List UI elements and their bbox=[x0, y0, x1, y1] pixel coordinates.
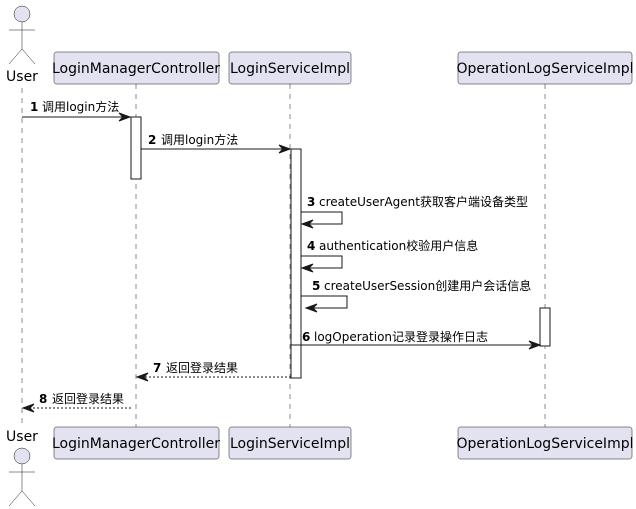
participant-operation-log-service-impl-bottom: OperationLogServiceImpl bbox=[457, 426, 634, 460]
message-number: 5 bbox=[312, 279, 320, 293]
participant-box bbox=[457, 426, 633, 460]
message-7: 7 返回登录结果 bbox=[135, 360, 291, 382]
actor-user-top: User bbox=[6, 5, 38, 85]
participant-box bbox=[457, 51, 633, 85]
message-label: createUserSession创建用户会话信息 bbox=[324, 278, 531, 293]
message-number: 2 bbox=[148, 133, 156, 147]
arrow-head-icon bbox=[300, 219, 314, 229]
message-line bbox=[301, 255, 343, 269]
activation-login-service-impl bbox=[290, 148, 302, 379]
message-label: createUserAgent获取客户端设备类型 bbox=[319, 194, 528, 209]
participant-box bbox=[53, 51, 220, 85]
message-line bbox=[301, 211, 343, 225]
message-number: 1 bbox=[30, 100, 38, 114]
message-1: 1 调用login方法 bbox=[22, 99, 132, 122]
message-number: 4 bbox=[307, 239, 315, 253]
participant-label: OperationLogServiceImpl bbox=[457, 436, 634, 452]
participant-label: LoginServiceImpl bbox=[230, 61, 350, 77]
message-number: 7 bbox=[153, 361, 161, 375]
message-label: authentication校验用户信息 bbox=[319, 238, 478, 253]
participant-login-manager-controller-top: LoginManagerController bbox=[52, 51, 220, 85]
participant-login-service-impl-bottom: LoginServiceImpl bbox=[228, 426, 352, 460]
actor-head-icon bbox=[13, 447, 31, 465]
message-label: 返回登录结果 bbox=[166, 360, 238, 375]
message-label: 调用login方法 bbox=[161, 132, 238, 147]
activation-operation-log-service-impl bbox=[539, 307, 551, 347]
message-number: 6 bbox=[302, 330, 310, 344]
message-4: 4 authentication校验用户信息 bbox=[300, 238, 478, 273]
participant-box bbox=[228, 51, 352, 85]
participant-label: LoginManagerController bbox=[52, 61, 220, 77]
actor-body-icon bbox=[8, 22, 36, 65]
message-5: 5 createUserSession创建用户会话信息 bbox=[301, 278, 531, 313]
participant-login-service-impl-top: LoginServiceImpl bbox=[228, 51, 352, 85]
arrow-head-icon bbox=[304, 303, 318, 313]
participant-operation-log-service-impl-top: OperationLogServiceImpl bbox=[457, 51, 634, 85]
arrow-head-icon bbox=[21, 403, 35, 413]
arrow-head-icon bbox=[300, 263, 314, 273]
message-line bbox=[301, 295, 348, 309]
actor-label-user-top: User bbox=[6, 69, 38, 85]
participant-label: LoginServiceImpl bbox=[230, 436, 350, 452]
arrow-head-icon bbox=[278, 144, 292, 154]
message-3: 3 createUserAgent获取客户端设备类型 bbox=[300, 194, 528, 229]
actor-body-icon bbox=[8, 464, 36, 507]
arrow-head-icon bbox=[118, 112, 132, 122]
participant-box bbox=[53, 426, 220, 460]
message-2: 2 调用login方法 bbox=[141, 132, 292, 154]
arrow-head-icon bbox=[528, 340, 542, 350]
participant-box bbox=[228, 426, 352, 460]
actor-label-user-bottom: User bbox=[6, 429, 38, 445]
message-label: 返回登录结果 bbox=[52, 391, 124, 406]
arrow-head-icon bbox=[135, 372, 149, 382]
participant-label: OperationLogServiceImpl bbox=[457, 61, 634, 77]
message-8: 8 返回登录结果 bbox=[21, 391, 131, 413]
actor-user-bottom: User bbox=[6, 429, 38, 507]
message-number: 8 bbox=[39, 392, 47, 406]
participant-label: LoginManagerController bbox=[52, 436, 220, 452]
message-number: 3 bbox=[307, 195, 315, 209]
actor-head-icon bbox=[13, 5, 31, 23]
activation-login-manager-controller bbox=[130, 116, 142, 180]
message-label: 调用login方法 bbox=[42, 99, 119, 114]
message-6: 6 logOperation记录登录操作日志 bbox=[291, 329, 542, 350]
participant-login-manager-controller-bottom: LoginManagerController bbox=[52, 426, 220, 460]
message-label: logOperation记录登录操作日志 bbox=[314, 329, 488, 344]
